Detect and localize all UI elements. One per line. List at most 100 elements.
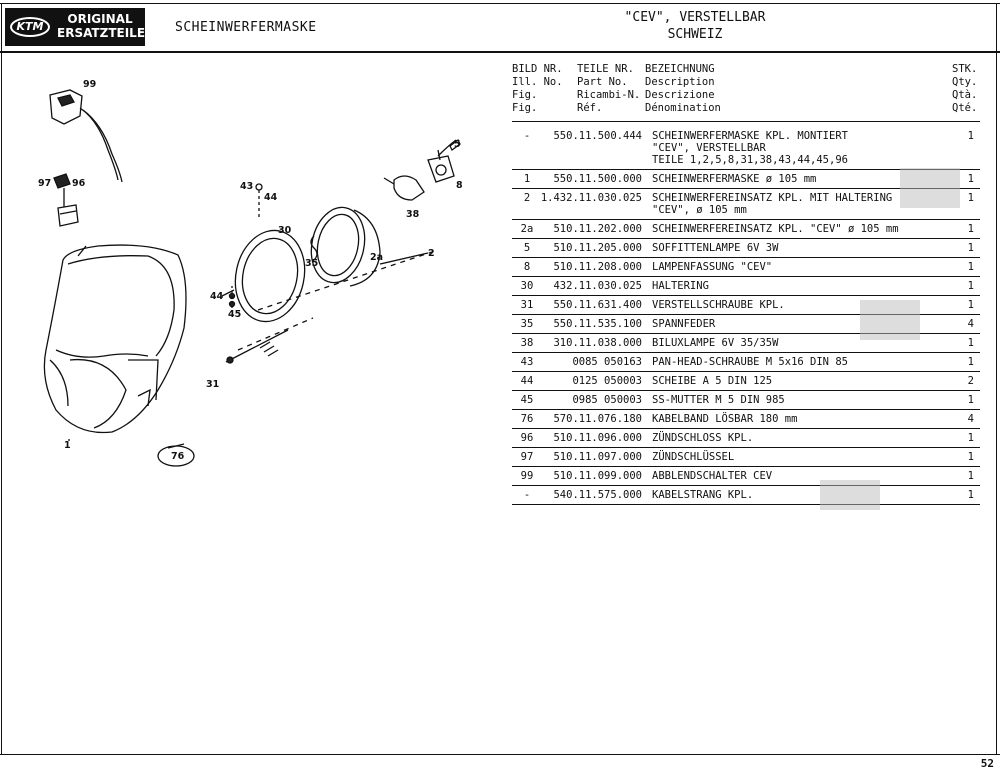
right-border [996,3,997,755]
description: SCHEINWERFERMASKE ø 105 mm [652,173,952,185]
diagram-label-97: 97 [38,178,52,189]
description-line: KABELSTRANG KPL. [652,489,754,501]
scan-speckle [900,168,960,208]
description: SCHEINWERFEREINSATZ KPL. "CEV" ø 105 mm [652,223,952,235]
quantity: 1 [967,470,974,482]
quantity: 1 [967,261,974,273]
diagram-label-44-top: 44 [264,192,278,203]
diagram-label-35: 35 [305,258,319,269]
headlight-insert-icon [310,206,381,287]
spring-icon [310,235,318,261]
fig-number: - [523,130,531,142]
description: LAMPENFASSUNG "CEV" [652,261,952,273]
description-line: SPANNFEDER [652,318,716,330]
small-bulb-icon [437,139,461,157]
diagram-label-1: 1 [64,440,71,451]
part-number: 550.11.535.100 [553,318,642,330]
description: ZÜNDSCHLOSS KPL. [652,432,952,444]
bulb-icon [383,175,425,201]
description: SPANNFEDER [652,318,952,330]
ktm-oval-mark: KTM [10,17,50,37]
part-number: 310.11.038.000 [553,337,642,349]
description-line: ZÜNDSCHLOSS KPL. [652,432,754,444]
part-number: 432.11.030.025 [553,280,642,292]
description-line: SCHEINWERFERMASKE KPL. MONTIERT [652,130,848,142]
description: VERSTELLSCHRAUBE KPL. [652,299,952,311]
part-number: 0985 050003 [572,394,642,406]
quantity: 1 [967,356,974,368]
description-line: SOFFITTENLAMPE 6V 3W [652,242,779,254]
col-header-qty: STK. Qty. Qtà. Qté. [952,63,978,114]
description-line: ZÜNDSCHLÜSSEL [652,451,735,463]
quantity: 2 [967,375,974,387]
description: ABBLENDSCHALTER CEV [652,470,952,482]
diagram-label-76: 76 [171,451,185,462]
quantity: 1 [967,451,974,463]
description: ZÜNDSCHLÜSSEL [652,451,952,463]
description: BILUXLAMPE 6V 35/35W [652,337,952,349]
adjusting-screw-icon [225,329,289,364]
diagram-label-8: 8 [456,180,463,191]
quantity: 4 [967,318,974,330]
fig-number: 38 [520,337,534,349]
description-line: ABBLENDSCHALTER CEV [652,470,773,482]
fig-number: - [523,489,531,501]
diagram-label-44-bottom: 44 [210,291,224,302]
table-row: 99 510.11.099.000 ABBLENDSCHALTER CEV 1 [512,467,980,486]
description: SCHEINWERFERMASKE KPL. MONTIERT"CEV", VE… [652,130,952,166]
fig-number: 1 [523,173,531,185]
description: KABELBAND LÖSBAR 180 mm [652,413,952,425]
description: PAN-HEAD-SCHRAUBE M 5x16 DIN 85 [652,356,952,368]
dimmer-switch-icon [49,89,123,183]
description: SCHEINWERFEREINSATZ KPL. MIT HALTERING"C… [652,192,952,216]
col-header-description: BEZEICHNUNG Description Descrizione Déno… [645,63,721,114]
screw-icon [255,183,263,220]
diagram-label-5: 5 [454,139,461,150]
page-number: 52 [980,757,994,770]
quantity: 1 [967,223,974,235]
page-title: SCHEINWERFERMASKE [175,20,317,35]
description: HALTERING [652,280,952,292]
part-number: 0085 050163 [572,356,642,368]
diagram-label-2: 2 [428,248,435,259]
quantity: 1 [967,173,974,185]
description-line: "CEV", ø 105 mm [652,204,747,216]
headlight-mask-icon [43,244,187,434]
fig-number: 5 [523,242,531,254]
quantity: 1 [967,280,974,292]
part-number: 510.11.202.000 [553,223,642,235]
diagram-label-31: 31 [206,379,220,390]
diagram-label-38: 38 [406,209,420,220]
description-line: SCHEINWERFEREINSATZ KPL. MIT HALTERING [652,192,893,204]
description-line: "CEV", VERSTELLBAR [652,142,766,154]
logo-line-original: ORIGINAL [67,12,133,26]
scan-speckle [860,300,920,340]
logo-wordmark: ORIGINAL ERSATZTEILE [57,12,145,40]
fig-number: 99 [520,470,534,482]
description-line: VERSTELLSCHRAUBE KPL. [652,299,785,311]
fig-number: 2 [523,192,531,204]
fig-number: 8 [523,261,531,273]
part-number: 510.11.099.000 [553,470,642,482]
diagram-label-45: 45 [228,309,242,320]
exploded-parts-diagram: 99 97 96 43 44 30 5 8 38 2a 2 35 44 45 3… [8,60,498,490]
description-line: PAN-HEAD-SCHRAUBE M 5x16 DIN 85 [652,356,848,368]
diagram-label-96: 96 [72,178,86,189]
description-line: SCHEIBE A 5 DIN 125 [652,375,773,387]
diagram-label-30: 30 [278,225,292,236]
part-number: 570.11.076.180 [553,413,642,425]
part-number: 550.11.500.444 [553,130,642,142]
fig-number: 44 [520,375,534,387]
part-number: 510.11.205.000 [553,242,642,254]
quantity: 1 [967,432,974,444]
